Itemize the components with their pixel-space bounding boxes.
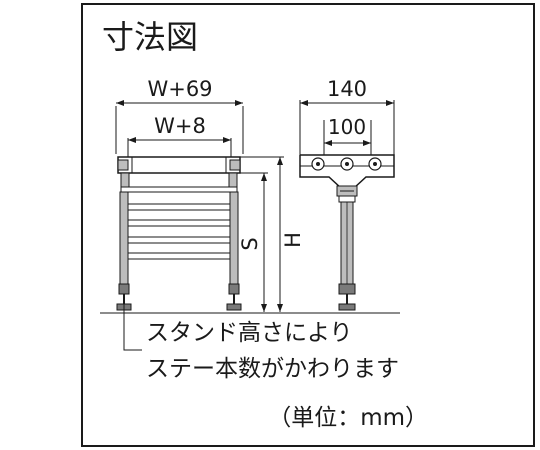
drawing-title: 寸法図 xyxy=(102,18,198,56)
side-view xyxy=(299,100,395,311)
dim-side-outer-width: 140 xyxy=(327,77,367,101)
drawing-border xyxy=(81,3,535,447)
front-view xyxy=(100,100,400,351)
dim-front-height: S xyxy=(238,237,262,250)
unit-label: （単位：mm） xyxy=(268,405,428,431)
dim-side-height: H xyxy=(281,232,305,248)
dim-front-outer-width: W+69 xyxy=(147,77,212,101)
note-line-1: スタンド高さにより xyxy=(146,320,353,346)
dim-side-inner-width: 100 xyxy=(328,115,366,139)
dim-front-inner-width: W+8 xyxy=(154,114,206,138)
note-line-2: ステー本数がかわります xyxy=(146,356,399,382)
